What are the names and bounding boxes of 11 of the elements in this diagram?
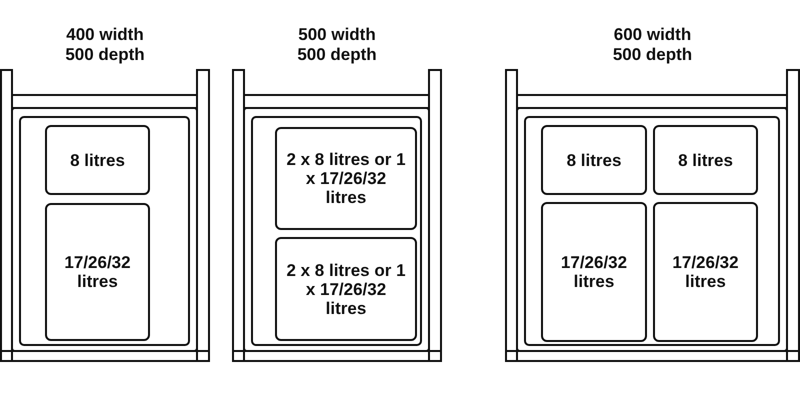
bin-compartment: 17/26/32 litres: [541, 202, 647, 342]
bin-compartment: 8 litres: [45, 125, 150, 195]
bin-compartment: 8 litres: [653, 125, 758, 195]
cabinet-heading: 600 width 500 depth: [612, 25, 694, 65]
bin-compartment: 2 x 8 litres or 1 x 17/26/32 litres: [275, 237, 417, 341]
bin-compartment: 8 litres: [541, 125, 647, 195]
cabinet-heading: 400 width 500 depth: [64, 25, 146, 65]
bin-compartment: 17/26/32 litres: [653, 202, 758, 342]
cabinet-heading: 500 width 500 depth: [296, 25, 378, 65]
bin-compartment: 2 x 8 litres or 1 x 17/26/32 litres: [275, 127, 417, 230]
bin-compartment: 17/26/32 litres: [45, 203, 150, 341]
